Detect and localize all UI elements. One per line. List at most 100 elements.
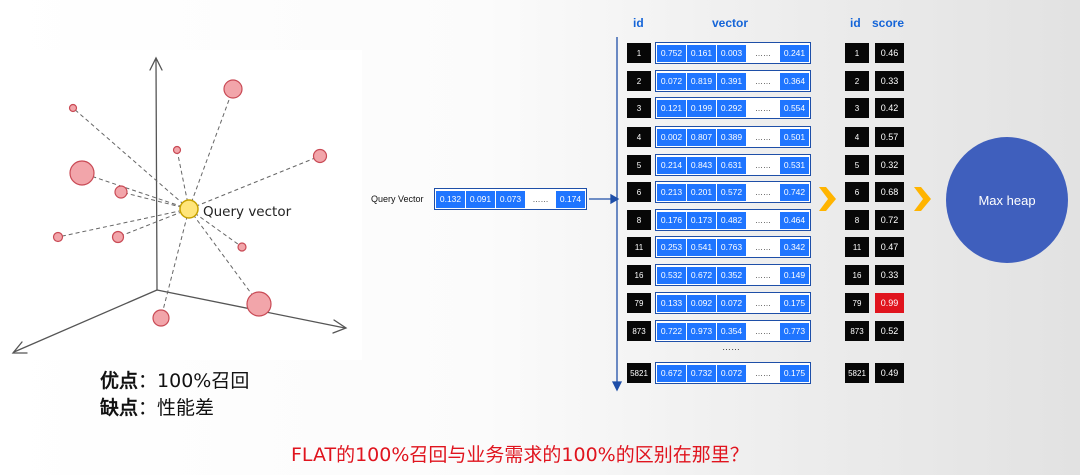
row-cell: 0.201	[687, 183, 716, 201]
row-ellipsis: ……	[755, 298, 771, 308]
y-axis	[155, 59, 158, 291]
score-row-id: 8	[845, 210, 869, 230]
score-row-id: 5	[845, 155, 869, 175]
row-cell: 0.763	[717, 238, 746, 256]
data-point	[223, 79, 243, 99]
data-point	[246, 291, 272, 317]
row-cell: 0.631	[717, 156, 746, 174]
row-cell: 0.133	[657, 294, 686, 312]
data-point	[52, 231, 64, 243]
row-cell: 0.175	[780, 364, 809, 382]
query-vector: 0.132 0.091 0.073 …… 0.174	[434, 188, 587, 210]
row-ellipsis: ……	[755, 187, 771, 197]
score-row-id: 1	[845, 43, 869, 63]
distance-ray	[188, 208, 243, 248]
row-id: 6	[627, 182, 651, 202]
row-cell: 0.092	[687, 294, 716, 312]
score-row-id: 16	[845, 265, 869, 285]
row-cell: 0.072	[717, 364, 746, 382]
data-point	[111, 230, 125, 244]
row-cell: 0.121	[657, 99, 686, 117]
query-point-label: Query vector	[203, 204, 292, 220]
query-cell: 0.091	[466, 190, 495, 208]
distance-ray	[72, 107, 190, 210]
data-point	[237, 242, 247, 252]
distance-ray	[188, 155, 321, 210]
row-cell: 0.149	[780, 266, 809, 284]
row-cell: 0.003	[717, 44, 746, 62]
vector-space-sketch: Query vector	[0, 50, 362, 360]
row-cell: 0.532	[657, 266, 686, 284]
row-ellipsis: ……	[755, 48, 771, 58]
row-cell: 0.572	[717, 183, 746, 201]
query-point	[179, 199, 199, 219]
score-value: 0.33	[875, 265, 904, 285]
score-value: 0.42	[875, 98, 904, 118]
row-ellipsis: ……	[755, 215, 771, 225]
score-row-id: 6	[845, 182, 869, 202]
z-axis	[13, 289, 158, 353]
row-cell: 0.807	[687, 128, 716, 146]
row-cell: 0.752	[657, 44, 686, 62]
score-id-header: id	[850, 16, 861, 30]
bottom-question: FLAT的100%召回与业务需求的100%的区别在那里？	[291, 444, 749, 466]
row-ellipsis: ……	[755, 242, 771, 252]
score-value: 0.32	[875, 155, 904, 175]
row-cell: 0.342	[780, 238, 809, 256]
row-cell: 0.354	[717, 322, 746, 340]
data-point	[68, 103, 78, 113]
query-vector-label: Query Vector	[371, 194, 424, 204]
row-id: 5821	[627, 363, 651, 383]
row-cell: 0.722	[657, 322, 686, 340]
score-row-id: 3	[845, 98, 869, 118]
data-point	[114, 185, 128, 199]
row-ellipsis: ……	[755, 326, 771, 336]
distance-ray	[81, 172, 190, 210]
distance-ray	[160, 208, 190, 319]
rows-ellipsis: ……	[722, 342, 740, 352]
row-cell: 0.292	[717, 99, 746, 117]
row-cell: 0.391	[717, 72, 746, 90]
row-cell: 0.464	[780, 211, 809, 229]
score-value: 0.49	[875, 363, 904, 383]
row-cell: 0.843	[687, 156, 716, 174]
score-value-highlight: 0.99	[875, 293, 904, 313]
data-point	[312, 148, 328, 164]
row-cell: 0.742	[780, 183, 809, 201]
score-value: 0.33	[875, 71, 904, 91]
row-id: 1	[627, 43, 651, 63]
distance-ray	[188, 88, 234, 210]
row-id: 4	[627, 127, 651, 147]
query-cell: 0.174	[556, 190, 585, 208]
row-id: 16	[627, 265, 651, 285]
distance-ray	[188, 208, 260, 305]
row-ellipsis: ……	[755, 103, 771, 113]
row-cell: 0.199	[687, 99, 716, 117]
row-cell: 0.531	[780, 156, 809, 174]
row-cell: 0.541	[687, 238, 716, 256]
row-cell: 0.773	[780, 322, 809, 340]
pros-value: 100%召回	[157, 370, 250, 392]
score-value: 0.68	[875, 182, 904, 202]
row-cell: 0.253	[657, 238, 686, 256]
pros-line: 优点：100%召回	[100, 366, 249, 393]
row-cell: 0.213	[657, 183, 686, 201]
score-value: 0.47	[875, 237, 904, 257]
cons-label: 缺点	[100, 397, 139, 419]
pros-label: 优点	[100, 370, 139, 392]
row-id: 11	[627, 237, 651, 257]
row-ellipsis: ……	[755, 160, 771, 170]
row-cell: 0.072	[657, 72, 686, 90]
row-cell: 0.241	[780, 44, 809, 62]
score-value: 0.46	[875, 43, 904, 63]
score-row-id: 79	[845, 293, 869, 313]
score-row-id: 11	[845, 237, 869, 257]
vector-header: vector	[712, 16, 749, 30]
row-cell: 0.072	[717, 294, 746, 312]
row-cell: 0.214	[657, 156, 686, 174]
